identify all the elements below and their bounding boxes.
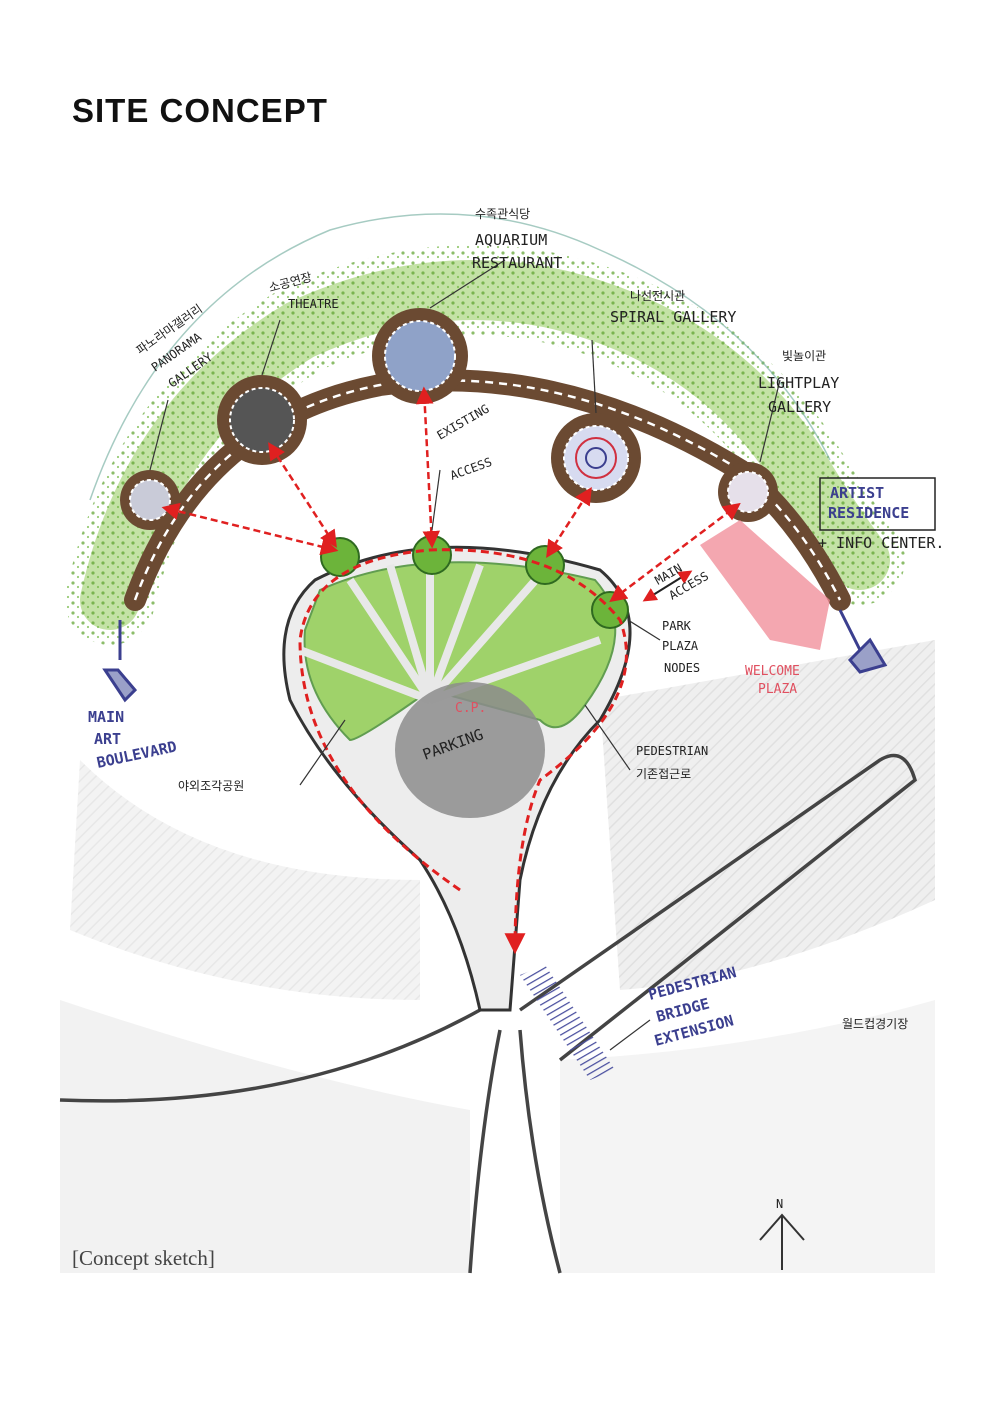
label-theatre: THEATRE (288, 297, 339, 311)
label-pedestrian-1: PEDESTRIAN (636, 744, 708, 758)
label-existing-2: ACCESS (448, 455, 494, 483)
boulevard-arrow-right (838, 609, 888, 674)
label-cp: C.P. (455, 701, 486, 716)
label-existing-1: EXISTING (435, 402, 492, 443)
label-spiral: SPIRAL GALLERY (610, 308, 736, 326)
pavilion-theatre (217, 375, 307, 465)
label-park-3: NODES (664, 661, 700, 675)
label-info-center: + INFO CENTER. (818, 534, 944, 552)
connection-arrows (161, 386, 741, 603)
page-title: SITE CONCEPT (72, 92, 328, 129)
label-artist-1: ARTIST (830, 484, 884, 502)
label-lightplay-1: LIGHTPLAY (758, 374, 839, 392)
label-aquarium-ko: 수족관식당 (475, 207, 530, 221)
road-lines (59, 753, 918, 1274)
vegetation-band (65, 213, 905, 645)
label-boulevard-1: MAIN (88, 708, 124, 726)
label-welcome-1: WELCOME (745, 664, 800, 679)
annotations: 파노라마갤러리 PANORAMA GALLERY 소공연장 THEATRE 수족… (88, 207, 944, 1211)
label-aquarium-1: AQUARIUM (475, 231, 547, 249)
pencil-background (60, 640, 935, 1273)
artist-residence-box (819, 477, 936, 531)
label-welcome-2: PLAZA (758, 682, 797, 697)
label-park-1: PARK (662, 619, 692, 633)
caption: [Concept sketch] (72, 1246, 215, 1270)
pavilion-panorama-gallery (120, 470, 180, 530)
north-arrow (759, 1213, 805, 1270)
label-sculpture-park-ko: 야외조각공원 (178, 779, 244, 793)
label-lightplay-2: GALLERY (768, 398, 831, 416)
pavilion-spiral-gallery (551, 413, 641, 503)
pedestrian-bridge-extension (520, 965, 615, 1080)
main-access-arrow (642, 570, 693, 602)
label-stadium-ko: 월드컵경기장 (842, 1017, 908, 1031)
label-spiral-ko: 나선전시관 (630, 289, 685, 303)
pavilion-aquarium-restaurant (372, 308, 468, 404)
label-north: N (776, 1197, 783, 1211)
main-arc-path (124, 369, 851, 611)
label-lightplay-ko: 빛놀이관 (782, 349, 826, 363)
parking-area (395, 682, 545, 818)
label-pedestrian-ko: 기존접근로 (636, 767, 691, 781)
label-aquarium-2: RESTAURANT (472, 254, 562, 272)
label-park-2: PLAZA (662, 639, 699, 653)
label-boulevard-2: ART (94, 730, 121, 748)
sculpture-park (282, 545, 632, 1012)
boulevard-arrow-left (102, 620, 138, 703)
circulation-loop (298, 548, 628, 955)
label-artist-2: RESIDENCE (828, 504, 909, 522)
leader-lines (149, 259, 781, 1051)
